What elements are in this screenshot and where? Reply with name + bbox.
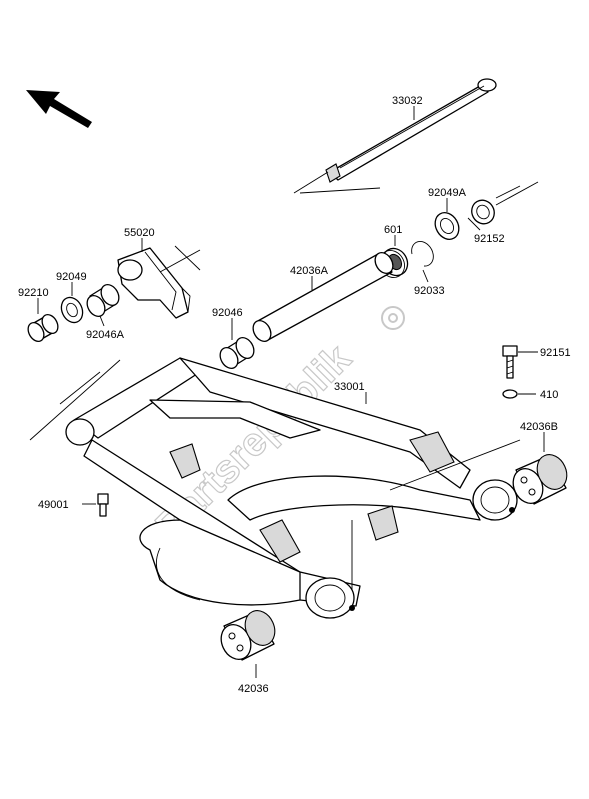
collar-92152 [471,199,495,225]
label-33001: 33001 [334,381,365,393]
spacer-tube-42036A [252,252,394,342]
label-42036: 42036 [238,683,269,695]
label-92046: 92046 [212,307,243,319]
axis-right-link [389,439,521,491]
leader-92033 [422,269,429,283]
bearing-92046A [86,284,120,317]
seal-92049A [434,212,460,240]
label-601: 601 [384,224,402,236]
leader-92046A [99,315,105,327]
axis-right-b [495,185,521,199]
gear-watermark-icon [381,306,405,330]
bushing-42036B [512,454,568,505]
label-49001: 49001 [38,499,69,511]
collar-92210 [27,314,59,342]
label-92049: 92049 [56,271,87,283]
chain-guide-55020 [117,247,191,319]
circlip-92033 [411,240,434,267]
label-42036A: 42036A [290,265,329,277]
pivot-shaft-33032 [325,78,497,183]
bushing-42036 [220,610,276,661]
label-92046A: 92046A [86,329,125,341]
washer-410 [502,389,518,399]
axis-swingarm-b [59,371,101,405]
label-92049A: 92049A [428,187,467,199]
axis-swingarm-a [29,359,121,441]
label-55020: 55020 [124,227,155,239]
axis-55020-a [174,245,201,271]
swing-arm-33001 [65,357,518,619]
bearing-92046 [219,337,255,369]
leader-92152 [467,217,481,231]
label-42036B: 42036B [520,421,558,433]
label-92151: 92151 [540,347,571,359]
axis-line-left [293,171,329,194]
label-92033: 92033 [414,285,445,297]
label-92152: 92152 [474,233,505,245]
label-33032: 33032 [392,95,423,107]
bolt-92151 [502,345,518,379]
axis-right-a [495,181,539,206]
label-92210: 92210 [18,287,49,299]
axis-55020-b [159,249,201,273]
grease-nipple-49001 [97,493,109,517]
front-direction-arrow-icon [26,90,92,128]
label-410: 410 [540,389,558,401]
seal-92049 [60,296,84,324]
axis-line-left-2 [299,187,381,194]
